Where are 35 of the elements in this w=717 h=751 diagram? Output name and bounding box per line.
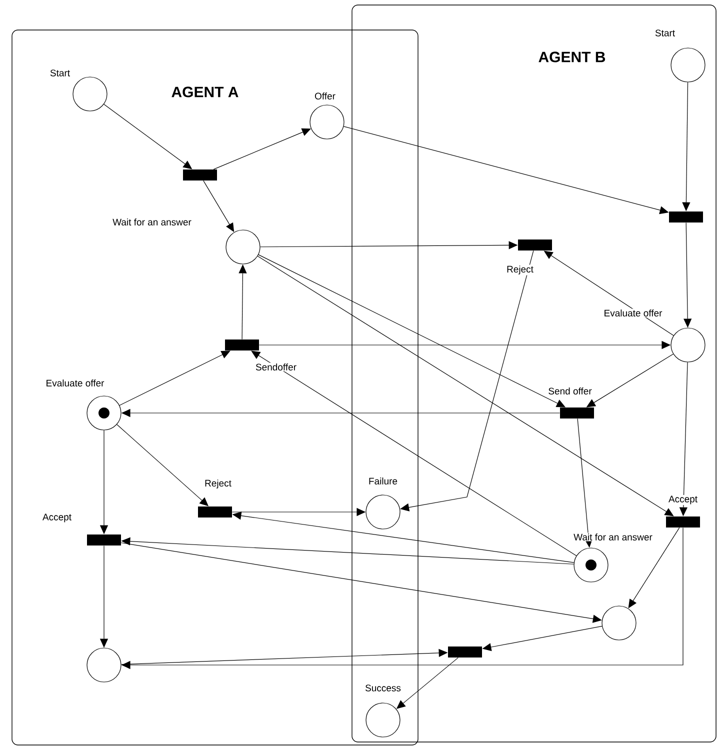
agent-heading: AGENT A [172, 86, 238, 98]
agent-box [352, 4, 716, 742]
place-label: Accept [42, 512, 72, 524]
arrow [400, 250, 534, 512]
place-circle [670, 328, 706, 362]
place-circle [310, 104, 344, 140]
place-circle [366, 702, 400, 738]
place-circle [602, 606, 636, 640]
place-label: Evaluate offer [44, 378, 106, 388]
place-label: Reject [204, 478, 232, 490]
place-label: Failure [368, 476, 398, 486]
place-label: Wait for an answer [572, 532, 654, 542]
place-circle [670, 48, 706, 82]
place-circle [86, 648, 122, 682]
place-circle [72, 76, 108, 112]
place-label: Sendoffer [254, 362, 298, 372]
place-label: Accept [668, 494, 698, 506]
agent-box [12, 30, 418, 746]
place-circle [226, 230, 260, 264]
place-label: Offer [314, 92, 336, 100]
place-label: Start [654, 28, 676, 38]
arrow [257, 256, 674, 516]
place-label: Evaluate offer [602, 308, 664, 318]
arrow [628, 527, 680, 608]
place-circle [366, 494, 400, 530]
place-label: Wait for an answer [112, 218, 192, 226]
place-circle [86, 396, 122, 430]
place-label: Send offer [547, 386, 593, 396]
place-label: Reject [506, 264, 534, 276]
arrow [251, 350, 577, 556]
arrow [119, 350, 230, 406]
place-label: Start [49, 68, 71, 78]
place-label: Success [364, 684, 402, 692]
agent-heading: AGENT B [538, 52, 606, 62]
place-circle [574, 548, 608, 582]
